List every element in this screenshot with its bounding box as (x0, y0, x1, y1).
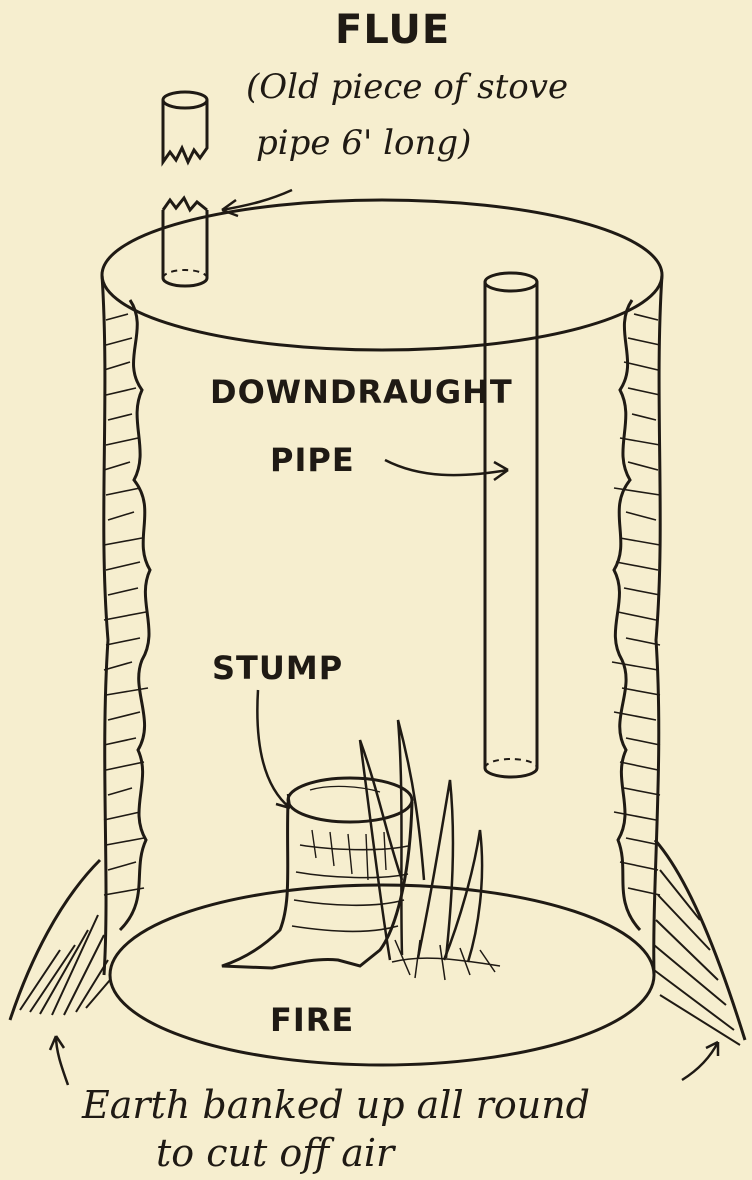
flue-label: FLUE (335, 10, 450, 50)
downdraught-label: DOWNDRAUGHT (210, 376, 513, 408)
downdraught-pipe (485, 273, 537, 777)
stump-arrow (257, 690, 290, 808)
flue-pipe (163, 92, 207, 286)
flue-note-line1: (Old piece of stove (246, 70, 568, 104)
pit-walls (102, 200, 662, 1065)
fire-label: FIRE (270, 1004, 354, 1036)
stump-label: STUMP (212, 652, 343, 684)
downdraught-arrow (385, 460, 508, 480)
caption-line1: Earth banked up all round (82, 1086, 590, 1124)
caption-arrow-left (50, 1036, 68, 1085)
caption-line2: to cut off air (156, 1134, 394, 1172)
caption-arrow-right (682, 1042, 718, 1080)
earth-bank-right (654, 840, 745, 1045)
earth-bank-left (10, 860, 110, 1020)
pipe-label: PIPE (270, 444, 355, 476)
tree-stump (222, 778, 412, 968)
flue-note-line2: pipe 6' long) (256, 126, 471, 160)
